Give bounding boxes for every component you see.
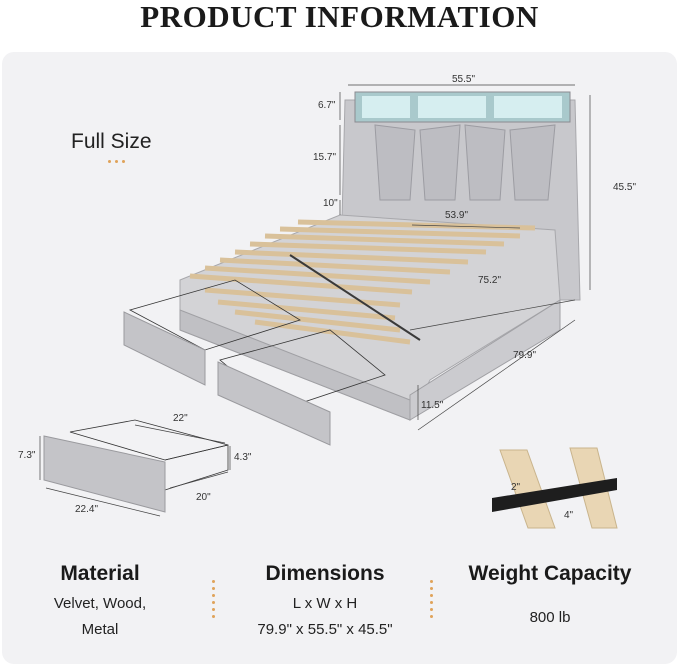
feature-text-dimensions: L x W x H 79.9" x 55.5" x 45.5" <box>225 591 425 643</box>
dim-headboard-height: 15.7" <box>313 152 337 163</box>
dimensions-line-1: L x W x H <box>292 595 358 612</box>
dim-inner-length: 75.2" <box>478 275 502 286</box>
feature-title-weight: Weight Capacity <box>468 562 632 585</box>
feature-text-material: Velvet, Wood, Metal <box>20 591 180 643</box>
dim-total-height: 45.5" <box>613 182 637 193</box>
feature-title-material: Material <box>60 562 140 585</box>
feature-divider-2 <box>430 580 433 618</box>
page-title: PRODUCT INFORMATION <box>140 0 539 34</box>
material-line-2: Metal <box>81 621 119 638</box>
dim-slat-thickness: 2" <box>511 482 521 493</box>
size-label: Full Size <box>71 130 152 153</box>
dim-drawer-width: 22" <box>173 413 188 424</box>
dimensions-line-2: 79.9" x 55.5" x 45.5" <box>257 621 393 638</box>
feature-text-weight: 800 lb <box>450 605 650 631</box>
dim-top-width: 55.5" <box>452 74 476 85</box>
dim-under-headboard: 10" <box>323 198 338 209</box>
material-line-1: Velvet, Wood, <box>53 595 147 612</box>
dim-total-length: 79.9" <box>513 350 537 361</box>
dim-inner-width: 53.9" <box>445 210 469 221</box>
dim-shelf-height: 6.7" <box>318 100 336 111</box>
feature-divider-1 <box>212 580 215 618</box>
feature-title-dimensions: Dimensions <box>265 562 385 585</box>
dim-drawer-front-width: 22.4" <box>75 504 99 515</box>
dim-slat-width: 4" <box>564 510 574 521</box>
dim-clearance: 11.5" <box>421 400 444 411</box>
size-dots <box>108 160 125 163</box>
dim-drawer-height: 7.3" <box>18 450 36 461</box>
weight-line-1: 800 lb <box>529 609 571 626</box>
dim-drawer-depth: 20" <box>196 492 211 503</box>
dim-drawer-inner-height: 4.3" <box>234 452 252 463</box>
